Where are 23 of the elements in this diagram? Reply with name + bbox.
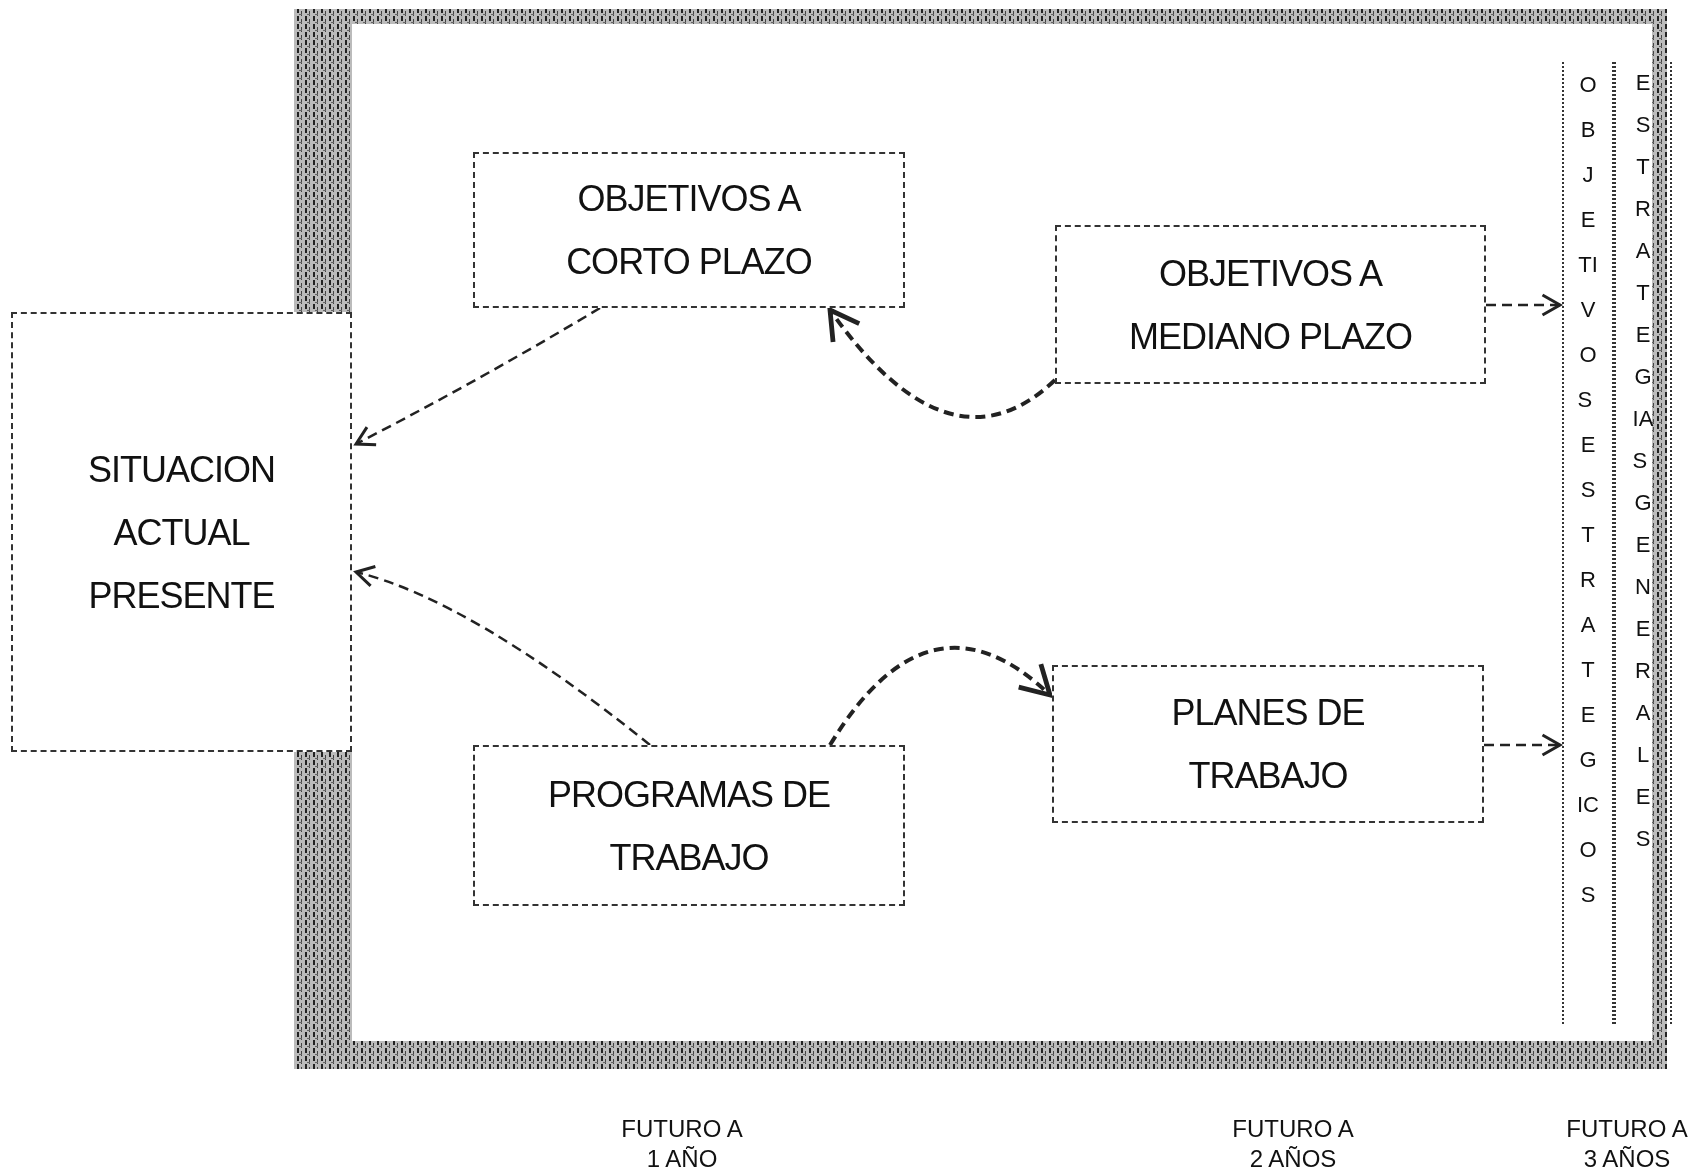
process-box: [473, 152, 905, 308]
dashed-arrow: [354, 565, 651, 746]
dashed-arrow: [828, 645, 1053, 747]
vertical-text: ESTRATEGIAS GENERALES: [1632, 69, 1654, 853]
timeline-label: FUTURO A 3 AÑOS: [1565, 1114, 1689, 1174]
vertical-column: [1562, 62, 1614, 1024]
process-box: [1052, 665, 1484, 823]
vertical-text: OBJETIVOS ESTRATEGICOS: [1577, 71, 1599, 909]
process-box: [473, 745, 905, 906]
dashed-arrow: [827, 307, 1057, 419]
box-label: OBJETIVOS A MEDIANO PLAZO: [1127, 251, 1414, 359]
process-box: [11, 312, 352, 752]
process-box: [1055, 225, 1486, 384]
dashed-arrow: [1484, 733, 1562, 757]
box-label: PLANES DE TRABAJO: [1170, 691, 1366, 798]
timeline-label: FUTURO A 1 AÑO: [620, 1114, 744, 1174]
vertical-column: [1614, 62, 1672, 1024]
dashed-arrow: [1486, 293, 1562, 317]
box-label: SITUACION ACTUAL PRESENTE: [87, 447, 276, 618]
dashed-arrow: [354, 306, 601, 447]
box-label: OBJETIVOS A CORTO PLAZO: [565, 177, 813, 284]
box-label: PROGRAMAS DE TRABAJO: [546, 772, 831, 880]
timeline-label: FUTURO A 2 AÑOS: [1231, 1114, 1355, 1174]
